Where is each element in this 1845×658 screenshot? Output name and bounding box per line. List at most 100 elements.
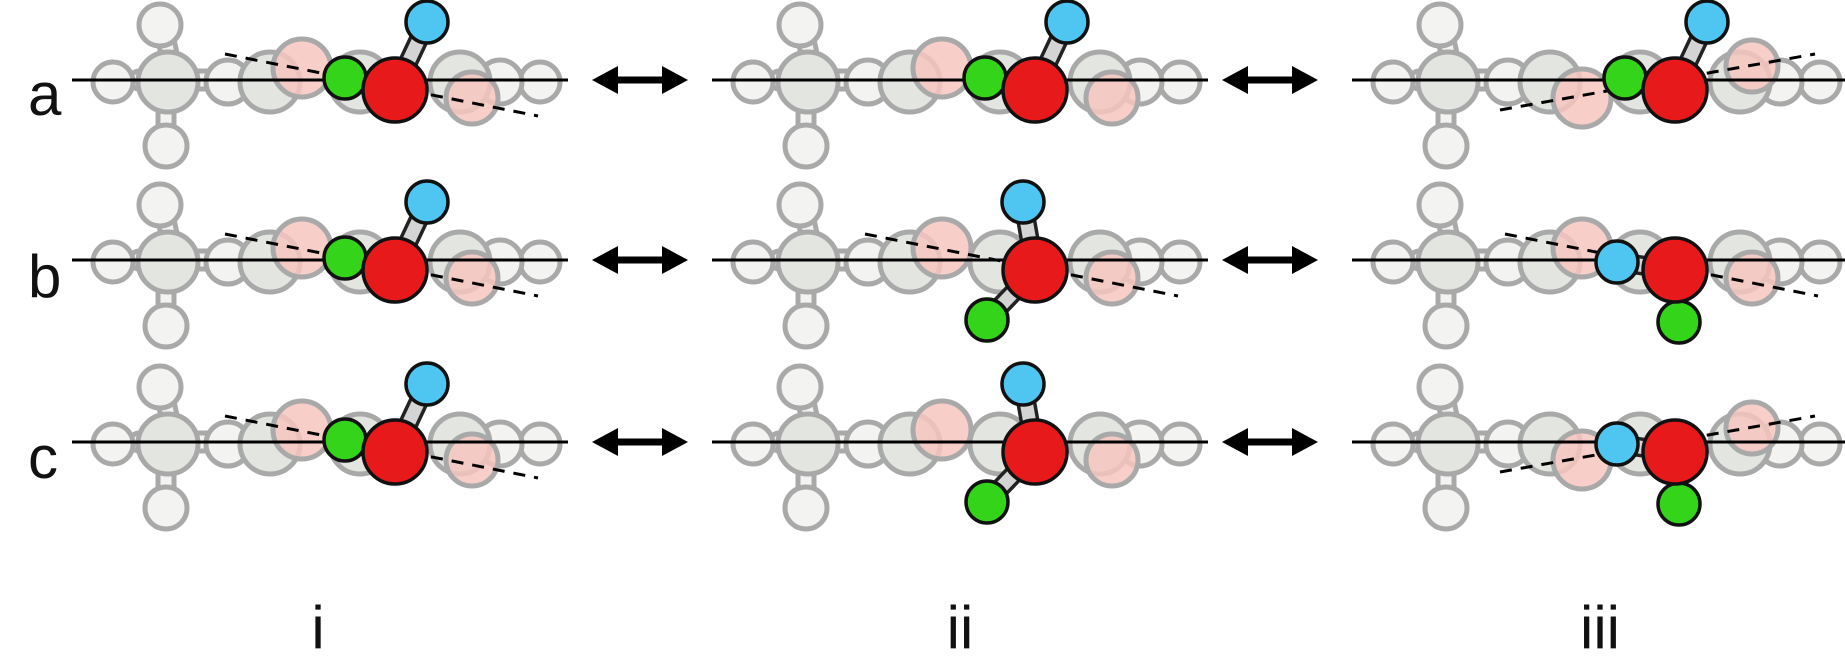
cyan-atom	[1594, 239, 1640, 285]
ghost-carbon	[1415, 411, 1481, 477]
double-arrow-b-ii-iii	[1222, 246, 1318, 274]
ghost-oxygen	[270, 398, 334, 462]
tilt-dashed-line	[1504, 232, 1819, 298]
ghost-atom	[142, 122, 190, 170]
ghost-atom	[1797, 59, 1843, 105]
double-arrow-c-i-ii	[592, 428, 688, 456]
green-atom	[964, 297, 1010, 343]
ghost-atom	[1416, 181, 1464, 229]
column-label-iii: iii	[1580, 594, 1620, 658]
cyan-atom	[1684, 0, 1730, 45]
red-atom	[1001, 418, 1069, 486]
arrow-layer	[592, 66, 1318, 456]
red-atom	[1641, 56, 1709, 124]
arrow-head-right	[662, 66, 688, 94]
molecule-c-iii	[1352, 363, 1845, 532]
ghost-atom	[136, 1, 184, 49]
ghost-atom	[776, 363, 824, 411]
tilt-dashed-line	[224, 414, 539, 480]
ghost-atom	[1370, 421, 1416, 467]
molecule-a-ii	[712, 0, 1208, 170]
ghost-oxygen	[1083, 249, 1141, 307]
double-arrow-c-ii-iii	[1222, 428, 1318, 456]
tilt-dashed-line	[224, 232, 539, 298]
green-atom	[1656, 299, 1702, 345]
molecule-b-ii	[712, 179, 1208, 350]
green-atom	[964, 479, 1010, 525]
green-atom	[1602, 55, 1648, 101]
tilt-dashed-line	[1499, 52, 1816, 112]
red-atom	[1001, 56, 1069, 124]
ghost-atom	[1370, 239, 1416, 285]
ghost-atom	[782, 122, 830, 170]
ghost-oxygen	[270, 216, 334, 280]
ghost-oxygen	[910, 398, 974, 462]
ghost-atom	[1422, 122, 1470, 170]
column-label-ii: ii	[947, 594, 974, 658]
molecule-a-iii	[1352, 0, 1845, 170]
tilt-dashed-line	[864, 232, 1179, 298]
ghost-atom	[90, 59, 136, 105]
tilt-dashed-line	[1499, 414, 1816, 474]
ghost-atom	[730, 421, 776, 467]
column-label-i: i	[311, 594, 324, 658]
ghost-atom	[1422, 484, 1470, 532]
ghost-oxygen	[910, 216, 974, 280]
ghost-oxygen	[270, 36, 334, 100]
ghost-atom	[730, 239, 776, 285]
double-arrow-a-ii-iii	[1222, 66, 1318, 94]
ghost-oxygen	[443, 249, 501, 307]
ghost-atom	[1370, 59, 1416, 105]
ghost-oxygen	[443, 431, 501, 489]
red-atom	[361, 418, 429, 486]
arrow-head-right	[1292, 246, 1318, 274]
molecule-panels	[72, 0, 1845, 532]
red-atom	[1641, 236, 1709, 304]
double-arrow-b-i-ii	[592, 246, 688, 274]
ghost-carbon	[135, 411, 201, 477]
ghost-atom	[1157, 59, 1203, 105]
arrow-head-left	[592, 428, 618, 456]
ghost-atom	[136, 181, 184, 229]
cyan-atom	[1000, 179, 1046, 225]
green-atom	[322, 417, 368, 463]
row-label-c: c	[28, 424, 58, 491]
molecule-c-i	[72, 361, 568, 532]
red-atom	[1641, 418, 1709, 486]
cyan-atom	[1594, 421, 1640, 467]
green-atom	[322, 55, 368, 101]
ghost-carbon	[775, 49, 841, 115]
ghost-oxygen	[443, 69, 501, 127]
molecule-c-ii	[712, 361, 1208, 532]
arrow-head-left	[592, 66, 618, 94]
arrow-head-right	[1292, 428, 1318, 456]
arrow-head-right	[662, 246, 688, 274]
cyan-atom	[404, 179, 450, 225]
ghost-atom	[517, 239, 563, 285]
row-label-b: b	[28, 243, 61, 310]
ghost-atom	[1416, 1, 1464, 49]
ghost-atom	[730, 59, 776, 105]
ghost-oxygen	[910, 36, 974, 100]
tilt-dashed-line	[224, 52, 539, 118]
ghost-atom	[90, 239, 136, 285]
ghost-carbon	[135, 49, 201, 115]
molecule-b-iii	[1352, 181, 1845, 350]
arrow-head-left	[592, 246, 618, 274]
arrow-head-right	[662, 428, 688, 456]
cyan-atom	[1000, 361, 1046, 407]
double-arrow-a-i-ii	[592, 66, 688, 94]
red-atom	[1001, 236, 1069, 304]
green-atom	[322, 235, 368, 281]
ghost-oxygen	[1723, 249, 1781, 307]
ghost-carbon	[1415, 229, 1481, 295]
ghost-atom	[782, 302, 830, 350]
ghost-atom	[1157, 421, 1203, 467]
arrow-head-left	[1222, 246, 1248, 274]
ghost-atom	[142, 484, 190, 532]
cyan-atom	[1044, 0, 1090, 45]
ghost-carbon	[775, 411, 841, 477]
ghost-atom	[1416, 363, 1464, 411]
ghost-oxygen	[1083, 431, 1141, 489]
